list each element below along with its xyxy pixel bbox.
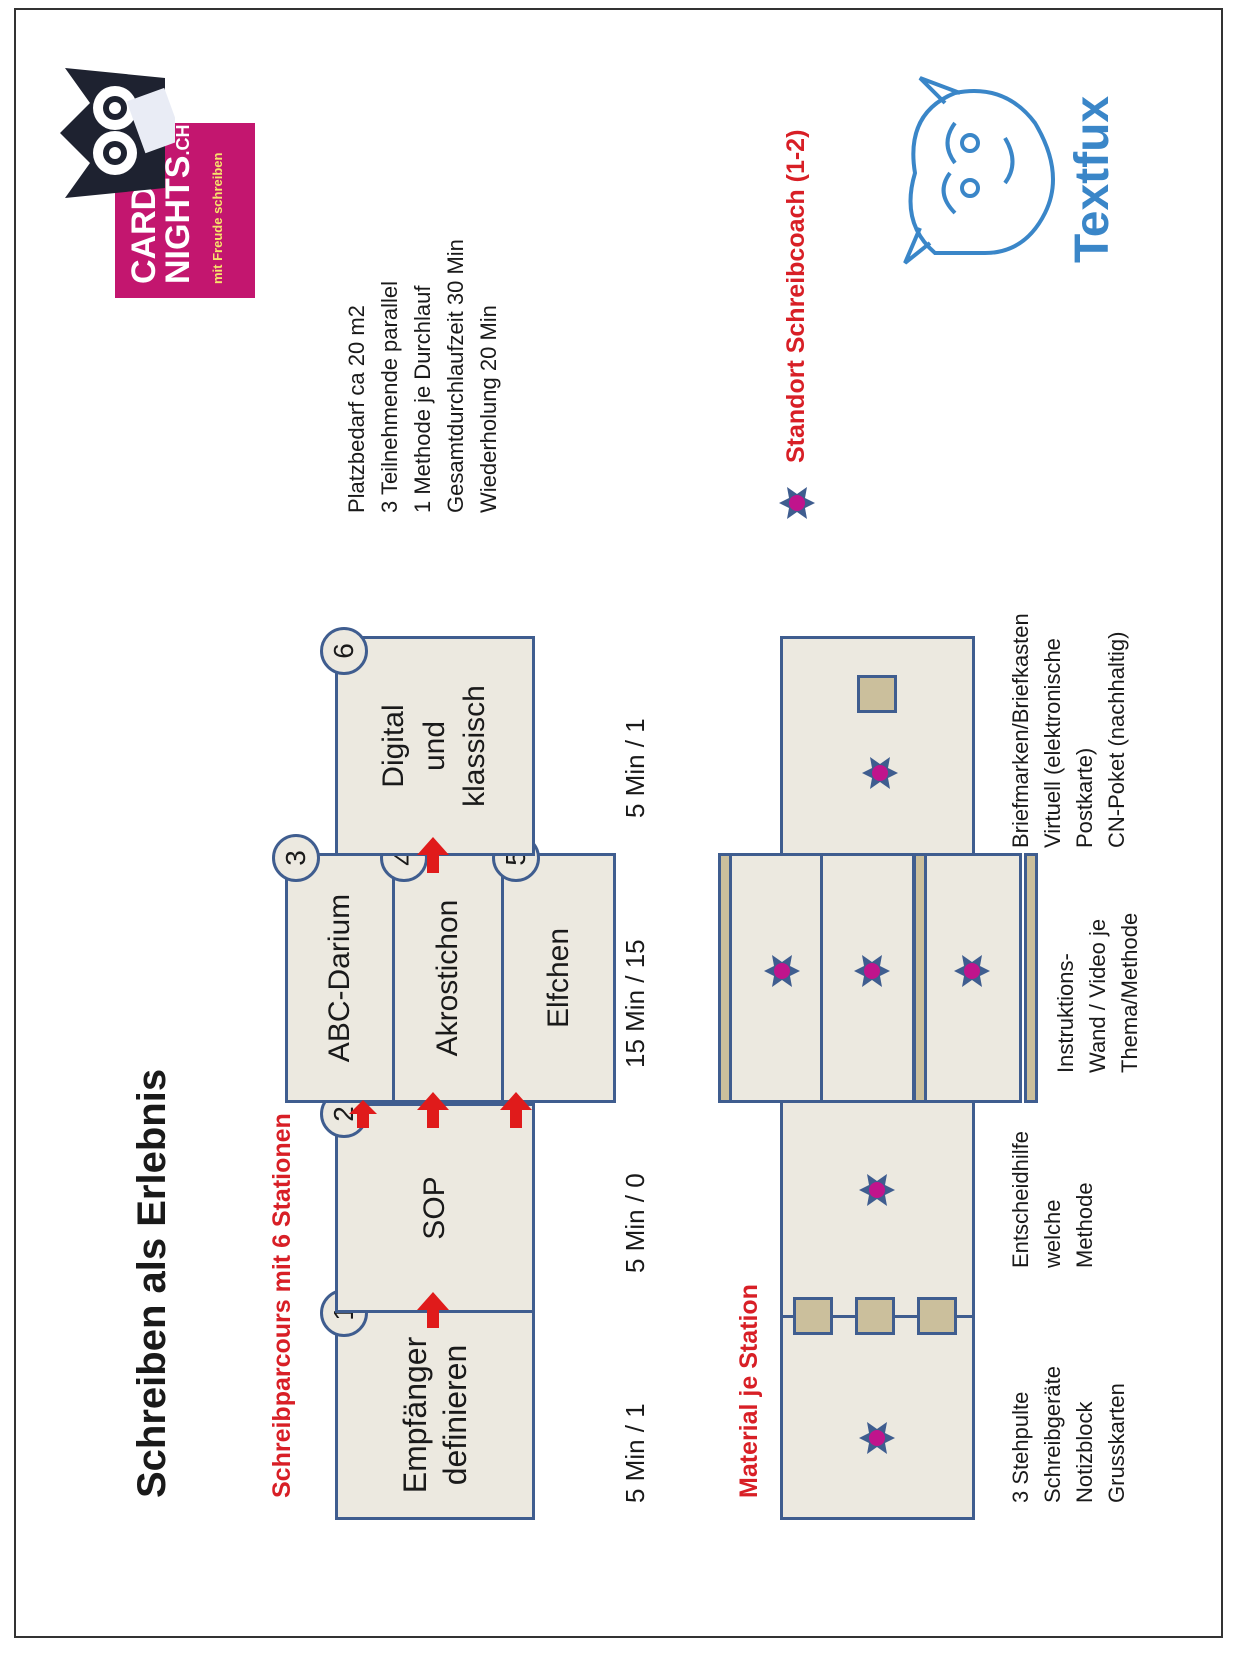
legend-star: [779, 487, 815, 519]
material-text-3: Instruktions- Wand / Video je Thema/Meth…: [1053, 912, 1142, 1073]
coach-star-5: [954, 955, 990, 987]
fox-icon: [903, 76, 1055, 265]
textfux-wordmark: Textfux: [1066, 95, 1119, 263]
material-text-2: Entscheidhilfe welche Methode: [1008, 1131, 1097, 1268]
arrow-2-5: [500, 1092, 532, 1128]
coach-star-6: [862, 757, 898, 789]
coach-star-3: [764, 955, 800, 987]
arrow-4-6: [417, 837, 449, 873]
owl-icon: [60, 68, 175, 198]
arrow-1-2: [417, 1292, 449, 1328]
arrow-2-3: [349, 1100, 377, 1128]
legend-label: Standort Schreibcoach (1-2): [782, 129, 810, 463]
material-text-4: Briefmarken/Briefkasten Virtuell (elektr…: [1008, 613, 1129, 848]
cardnights-logo: CARD NIGHTS.CH mit Freude schreiben: [55, 58, 265, 298]
material-text-1: 3 Stehpulte Schreibgeräte Notizblock Gru…: [1008, 1366, 1129, 1503]
coach-star-1: [859, 1422, 895, 1454]
textfux-logo: Textfux: [895, 43, 1135, 303]
page-frame: [14, 8, 1223, 1638]
arrow-2-4: [417, 1092, 449, 1128]
coach-star-4: [854, 955, 890, 987]
coach-star-2: [859, 1174, 895, 1206]
